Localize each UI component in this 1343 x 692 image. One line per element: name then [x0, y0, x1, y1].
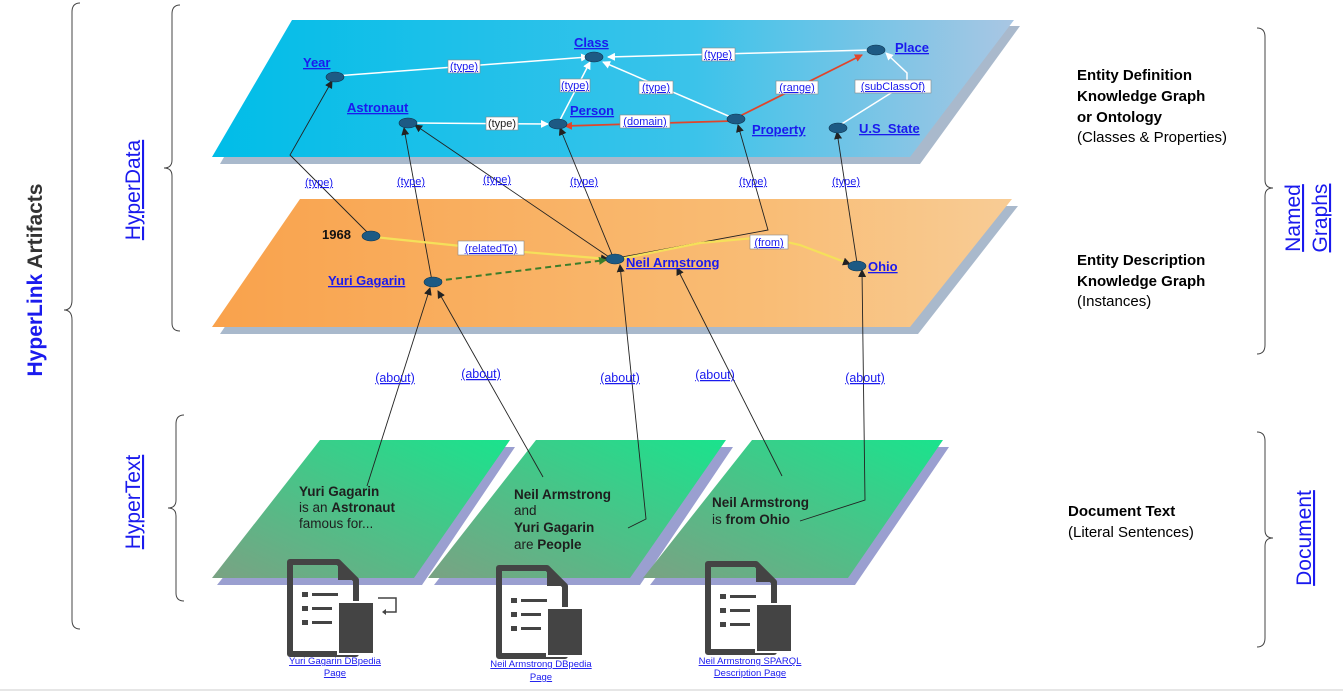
svg-text:(Literal Sentences): (Literal Sentences): [1068, 524, 1194, 541]
node-class: [584, 51, 604, 63]
instance-nodes: [361, 230, 867, 288]
label-us-state[interactable]: U.S_State: [859, 121, 920, 136]
document-text-2: Neil Armstrong and Yuri Gagarin are Peop…: [514, 487, 611, 552]
document-link[interactable]: Document: [1293, 490, 1316, 586]
svg-text:Knowledge Graph: Knowledge Graph: [1077, 88, 1205, 105]
document-description: Document Text (Literal Sentences): [1068, 503, 1194, 541]
svg-text:or Ontology: or Ontology: [1077, 109, 1163, 126]
edge-label-person-class[interactable]: (type): [561, 80, 589, 92]
about-label-3[interactable]: (about): [600, 371, 640, 385]
document-plane-1: [212, 440, 510, 578]
node-1968: [361, 230, 381, 242]
hyperdata-link[interactable]: HyperData: [122, 139, 145, 240]
document-bracket: [1256, 431, 1274, 648]
document-icon[interactable]: [496, 565, 584, 659]
svg-text:Entity Definition: Entity Definition: [1077, 67, 1192, 84]
type-label-state[interactable]: (type): [832, 176, 860, 188]
node-property: [726, 113, 746, 125]
label-1968: 1968: [322, 227, 351, 242]
label-year[interactable]: Year: [303, 55, 330, 70]
svg-text:Neil Armstrong: Neil Armstrong: [712, 495, 809, 510]
caption-doc-2-line2[interactable]: Page: [530, 672, 552, 683]
about-label-2[interactable]: (about): [461, 367, 501, 381]
svg-text:are People: are People: [514, 537, 582, 552]
ontology-edge-labels: (type) (type) (type) (type) (range) (sub…: [447, 47, 932, 131]
about-label-1[interactable]: (about): [375, 371, 415, 385]
type-edges: [289, 80, 858, 282]
edge-label-year-class[interactable]: (type): [450, 61, 478, 73]
svg-text:Neil Armstrong: Neil Armstrong: [514, 487, 611, 502]
svg-text:(Instances): (Instances): [1077, 293, 1151, 310]
edge-label-from[interactable]: (from): [754, 237, 783, 249]
svg-text:Yuri Gagarin: Yuri Gagarin: [299, 484, 379, 499]
svg-text:is from Ohio: is from Ohio: [712, 512, 790, 527]
document-icon[interactable]: [705, 561, 793, 655]
hyperlink-bracket: [63, 2, 81, 630]
edge-label-astronaut-person: (type): [488, 118, 516, 130]
svg-text:Knowledge Graph: Knowledge Graph: [1077, 273, 1205, 290]
svg-text:famous for...: famous for...: [299, 516, 373, 531]
svg-text:and: and: [514, 503, 537, 518]
caption-doc-3-line2[interactable]: Description Page: [714, 668, 786, 679]
svg-text:Yuri Gagarin: Yuri Gagarin: [514, 520, 594, 535]
label-place[interactable]: Place: [895, 40, 929, 55]
type-labels: (type) (type) (type) (type) (type) (type…: [305, 174, 860, 189]
label-class[interactable]: Class: [574, 35, 609, 50]
instances-description: Entity Description Knowledge Graph (Inst…: [1077, 252, 1205, 310]
caption-doc-2-line1[interactable]: Neil Armstrong DBpedia: [490, 659, 592, 670]
type-label-astronaut[interactable]: (type): [397, 176, 425, 188]
edge-label-related-to[interactable]: (relatedTo): [465, 243, 518, 255]
document-plane-3: [643, 440, 943, 578]
hypertext-link[interactable]: HyperText: [122, 455, 145, 550]
node-person: [548, 118, 568, 130]
caption-doc-3-line1[interactable]: Neil Armstrong SPARQL: [699, 656, 802, 667]
node-neil: [605, 253, 625, 265]
node-us-state: [828, 122, 848, 134]
label-ohio[interactable]: Ohio: [868, 259, 898, 274]
edge-label-range[interactable]: (range): [779, 82, 814, 94]
label-yuri-gagarin[interactable]: Yuri Gagarin: [328, 273, 405, 288]
edge-label-subclassof[interactable]: (subClassOf): [861, 81, 925, 93]
about-label-4[interactable]: (about): [695, 368, 735, 382]
hyperdata-bracket: [163, 4, 181, 332]
instance-edge-labels: (relatedTo) (from): [457, 234, 789, 256]
about-edges: [366, 264, 867, 529]
svg-text:is an Astronaut: is an Astronaut: [299, 500, 396, 515]
about-label-5[interactable]: (about): [845, 371, 885, 385]
document-plane-2: [428, 440, 726, 578]
edge-label-place-class[interactable]: (type): [704, 49, 732, 61]
svg-text:(Classes & Properties): (Classes & Properties): [1077, 129, 1227, 146]
node-yuri: [423, 276, 443, 288]
named-graphs-bracket: [1256, 27, 1274, 355]
type-label-person[interactable]: (type): [570, 176, 598, 188]
type-label-property[interactable]: (type): [739, 176, 767, 188]
about-labels: (about) (about) (about) (about) (about): [375, 367, 885, 385]
label-astronaut[interactable]: Astronaut: [347, 100, 409, 115]
document-text-1: Yuri Gagarin is an Astronaut famous for.…: [299, 484, 396, 531]
svg-text:Document Text: Document Text: [1068, 503, 1175, 520]
document-text-3: Neil Armstrong is from Ohio: [712, 495, 809, 527]
hypertext-bracket: [167, 414, 185, 602]
ontology-description: Entity Definition Knowledge Graph or Ont…: [1077, 67, 1227, 146]
edge-label-property-class[interactable]: (type): [642, 82, 670, 94]
label-property[interactable]: Property: [752, 122, 806, 137]
type-label-year[interactable]: (type): [305, 177, 333, 189]
caption-doc-1-line1[interactable]: Yuri Gagarin DBpedia: [289, 656, 382, 667]
type-label-neil-astronaut[interactable]: (type): [483, 174, 511, 186]
hyperlink-artifacts-label: HyperLink Artifacts: [24, 184, 47, 377]
node-ohio: [847, 260, 867, 272]
ontology-nodes: [325, 44, 886, 134]
caption-doc-1-line2[interactable]: Page: [324, 668, 346, 679]
node-astronaut: [398, 117, 418, 129]
document-icon[interactable]: [287, 559, 397, 657]
label-neil-armstrong[interactable]: Neil Armstrong: [626, 255, 719, 270]
node-place: [866, 44, 886, 56]
edge-label-domain[interactable]: (domain): [623, 116, 666, 128]
svg-text:Entity Description: Entity Description: [1077, 252, 1205, 269]
node-year: [325, 71, 345, 83]
label-person[interactable]: Person: [570, 103, 614, 118]
